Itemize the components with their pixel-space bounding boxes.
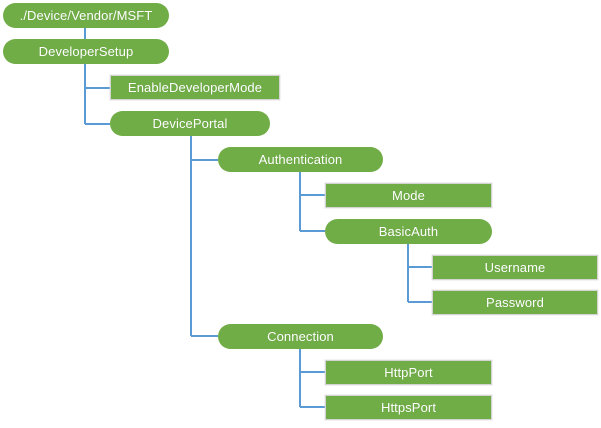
node-username[interactable]: Username: [432, 255, 598, 280]
node-mode[interactable]: Mode: [325, 183, 492, 208]
node-enable-developer-mode[interactable]: EnableDeveloperMode: [110, 75, 280, 100]
node-label-connection: Connection: [267, 329, 334, 344]
node-password[interactable]: Password: [432, 290, 598, 315]
node-label-username: Username: [484, 260, 546, 275]
node-https-port[interactable]: HttpsPort: [325, 395, 492, 420]
node-label-https-port: HttpsPort: [380, 400, 437, 415]
node-label-root: ./Device/Vendor/MSFT: [19, 8, 153, 23]
node-label-http-port: HttpPort: [384, 365, 433, 380]
node-http-port[interactable]: HttpPort: [325, 360, 492, 385]
node-root[interactable]: ./Device/Vendor/MSFT: [3, 3, 169, 28]
node-connection[interactable]: Connection: [218, 324, 383, 349]
node-label-enable-developer-mode: EnableDeveloperMode: [127, 80, 263, 95]
node-label-mode: Mode: [392, 188, 425, 203]
node-authentication[interactable]: Authentication: [218, 147, 383, 172]
node-developer-setup[interactable]: DeveloperSetup: [3, 39, 169, 64]
node-basic-auth[interactable]: BasicAuth: [325, 219, 492, 244]
node-label-device-portal: DevicePortal: [152, 116, 228, 131]
node-label-developer-setup: DeveloperSetup: [38, 44, 134, 59]
node-label-authentication: Authentication: [258, 152, 343, 167]
node-device-portal[interactable]: DevicePortal: [110, 111, 270, 136]
node-label-password: Password: [486, 295, 544, 310]
node-label-basic-auth: BasicAuth: [378, 224, 439, 239]
